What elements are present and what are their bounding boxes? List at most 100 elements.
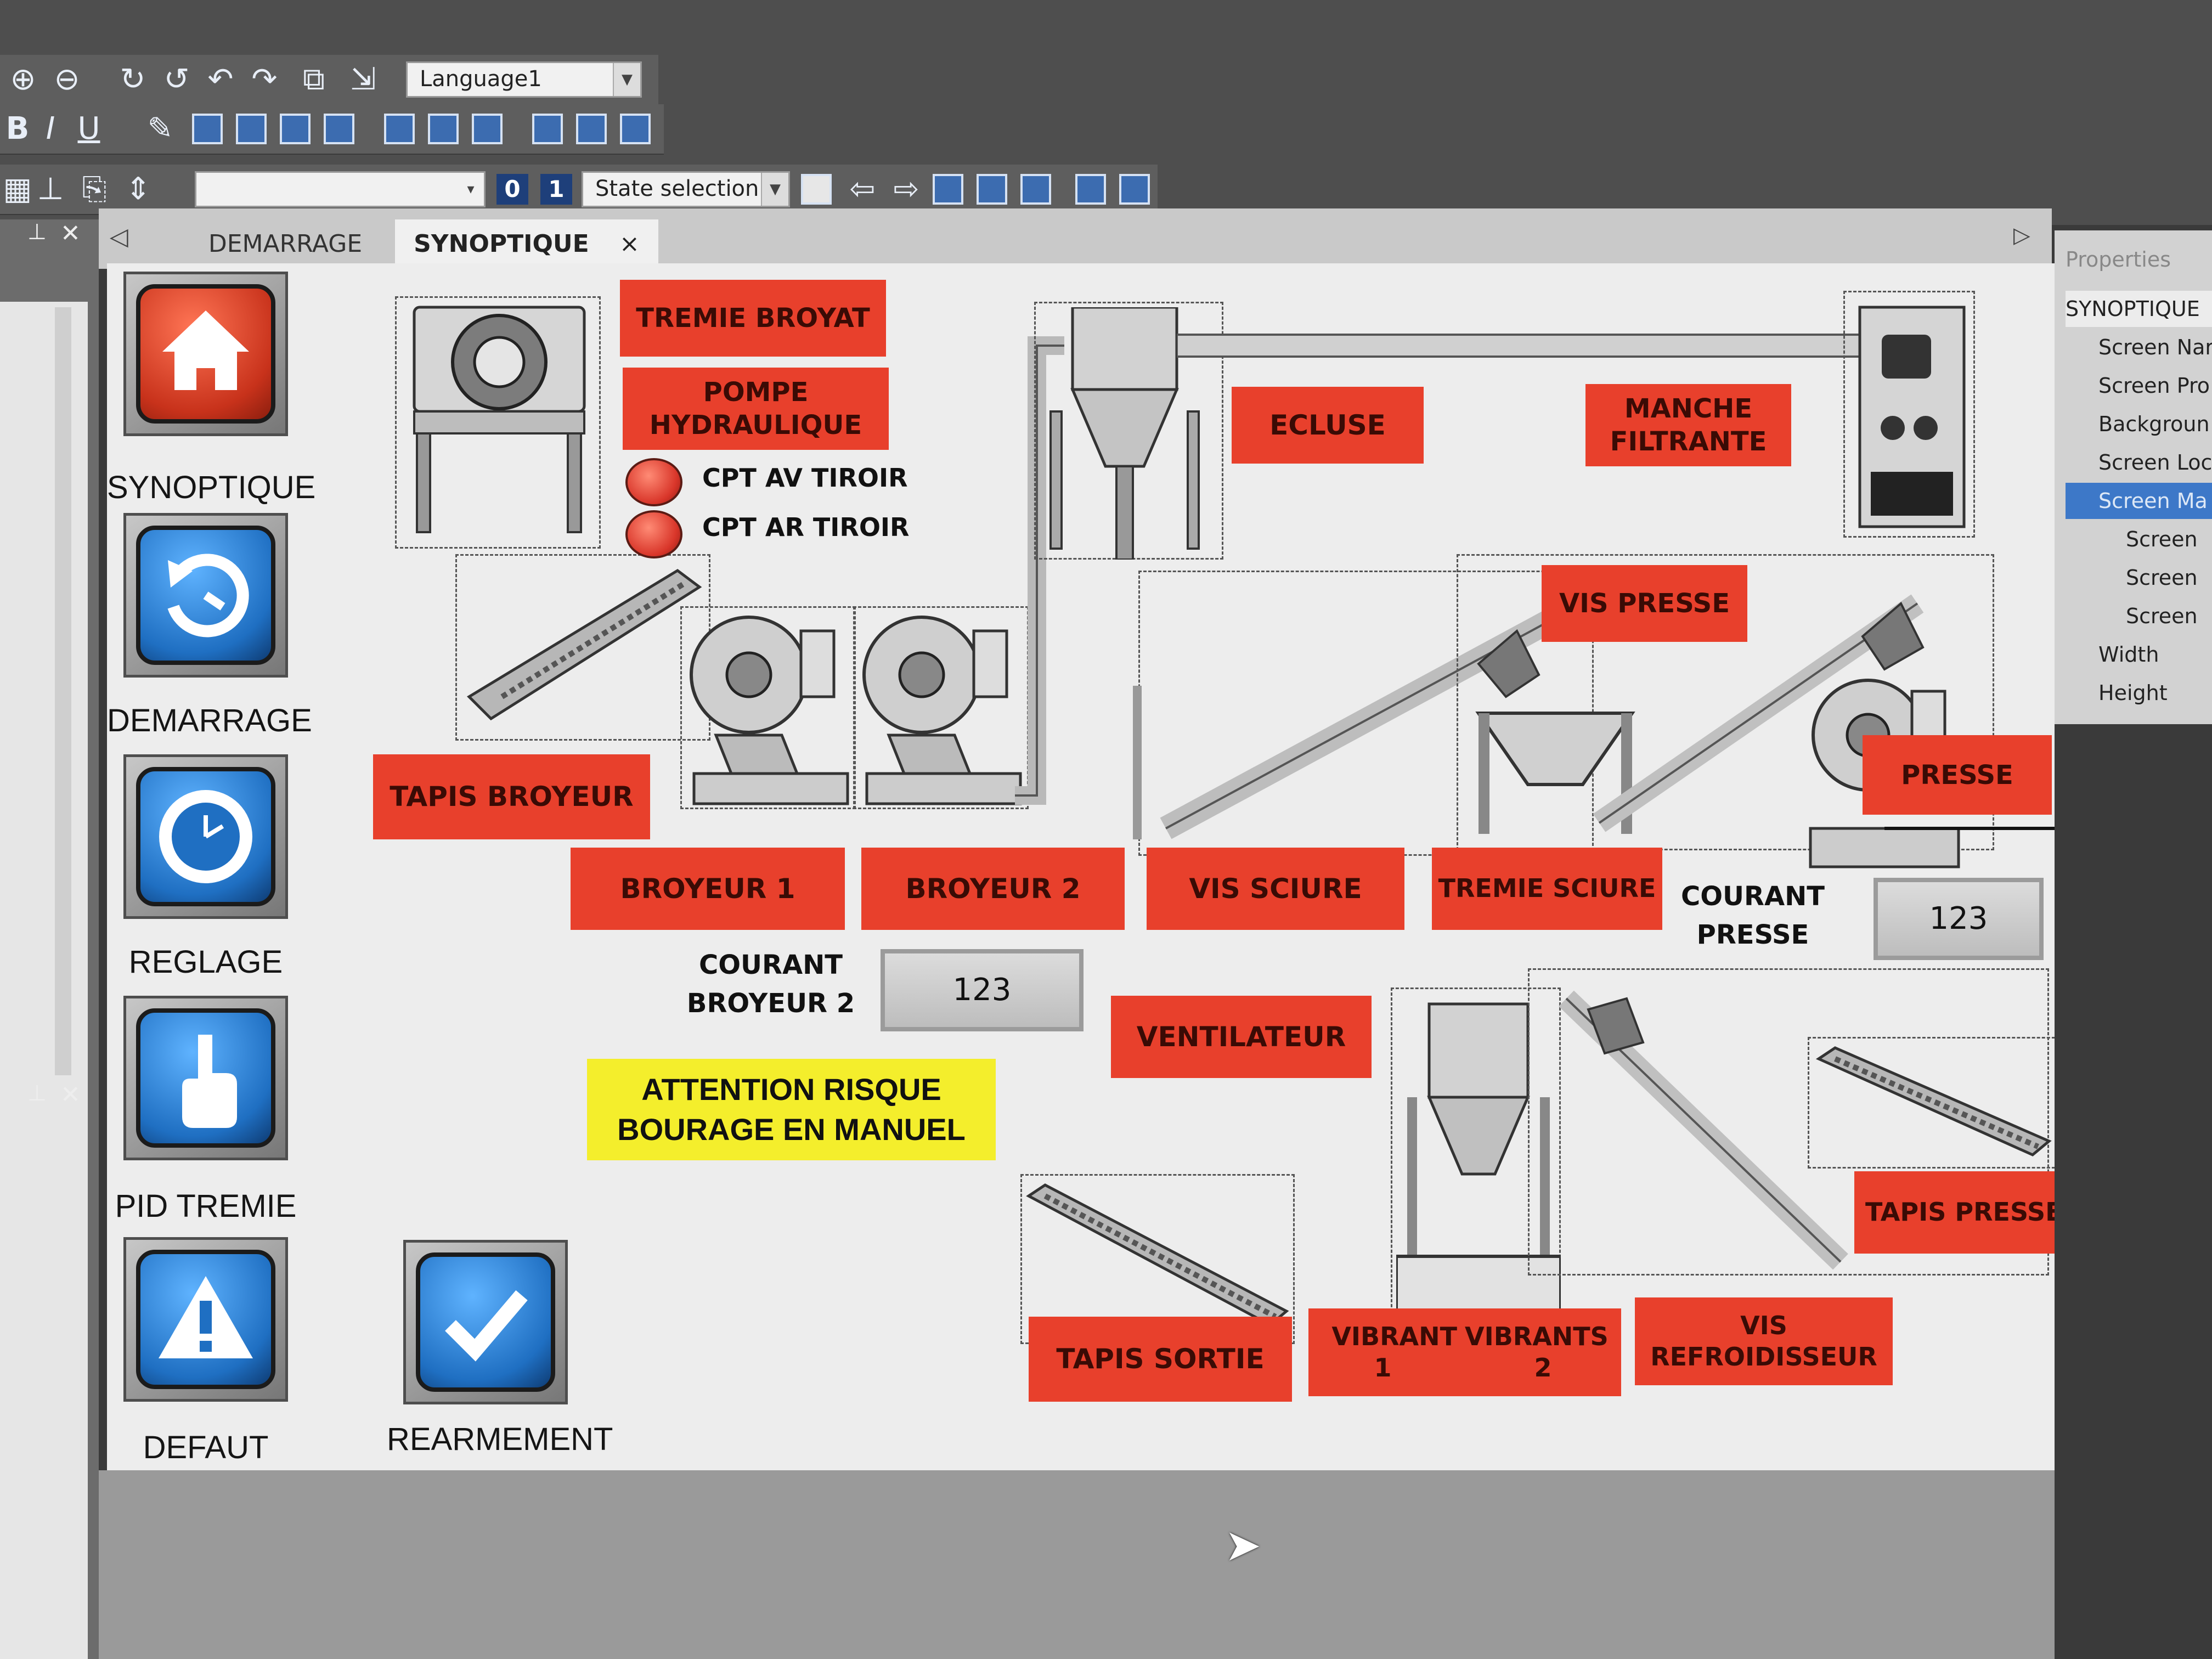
tab-demarrage[interactable]: DEMARRAGE — [208, 230, 363, 258]
courant-presse-display[interactable]: 123 — [1874, 878, 2044, 960]
property-row-height[interactable]: Height — [2098, 681, 2168, 705]
vis-sciure-label[interactable]: VIS SCIURE — [1147, 848, 1404, 930]
object-select[interactable]: ▾ — [195, 171, 486, 207]
tapis-broyeur-label[interactable]: TAPIS BROYEUR — [373, 754, 650, 839]
close-icon[interactable]: ✕ — [60, 1081, 81, 1109]
left-pane-upper[interactable] — [0, 302, 88, 1234]
ventilateur-label[interactable]: VENTILATEUR — [1111, 996, 1372, 1078]
scrollbar[interactable] — [55, 307, 71, 1075]
vis-refroidisseur-label[interactable]: VIS REFROIDISSEUR — [1635, 1297, 1893, 1385]
pid-tremie-button[interactable]: PID TREMIE — [107, 996, 296, 1224]
same-width-icon[interactable] — [576, 114, 607, 144]
broyeur-1-graphic[interactable] — [683, 609, 853, 806]
defaut-button[interactable]: DEFAUT — [107, 1237, 288, 1465]
property-row-width[interactable]: Width — [2098, 642, 2159, 667]
align-center-icon[interactable] — [236, 114, 267, 144]
grid-icon[interactable]: ▦ — [3, 171, 32, 207]
tapis-broyeur-graphic[interactable] — [458, 560, 705, 735]
redo-icon[interactable]: ↷ — [251, 61, 278, 97]
mirror-icon[interactable]: ⧉ — [303, 61, 325, 97]
network-icon[interactable] — [1075, 174, 1106, 205]
broyeur-2-graphic[interactable] — [856, 609, 1026, 806]
language-select[interactable]: Language1 ▼ — [406, 61, 642, 98]
close-icon[interactable]: ✕ — [60, 219, 81, 247]
ecluse-label[interactable]: ECLUSE — [1232, 387, 1424, 464]
tapis-presse-graphic[interactable] — [1813, 1042, 2055, 1163]
state-select[interactable]: State selection... ▼ — [582, 171, 790, 207]
property-row[interactable]: Screen Nar — [2098, 335, 2212, 359]
rotate-back-icon[interactable]: ↺ — [163, 61, 190, 97]
pin-icon[interactable]: ⊥ — [27, 1081, 47, 1106]
brush-icon[interactable]: ✎ — [147, 111, 173, 146]
pompe-hydraulique-label[interactable]: POMPE HYDRAULIQUE — [623, 368, 889, 450]
tapis-sortie-graphic[interactable] — [1023, 1180, 1292, 1344]
bold-button[interactable]: B — [5, 111, 30, 146]
property-row[interactable]: Backgroun — [2098, 412, 2210, 436]
align-middle-icon[interactable] — [384, 114, 415, 144]
pin-down-icon[interactable]: ⊥ — [37, 171, 64, 207]
property-row[interactable]: Screen — [2126, 604, 2198, 628]
underline-button[interactable]: U — [77, 111, 100, 146]
pin-icon[interactable]: ⊥ — [27, 219, 47, 245]
ecluse-graphic[interactable] — [1040, 307, 1221, 560]
chevron-down-icon[interactable]: ▾ — [458, 173, 484, 206]
layer-icon[interactable]: ⇕ — [125, 171, 151, 207]
tremie-broyat-graphic[interactable] — [403, 302, 595, 538]
arrow-left-icon[interactable]: ⇦ — [849, 171, 876, 207]
arrow-right-icon[interactable]: ⇨ — [893, 171, 919, 207]
align-right-icon[interactable] — [280, 114, 311, 144]
vis-sciure-graphic[interactable] — [1122, 576, 1616, 850]
rearmement-button[interactable]: REARMEMENT — [387, 1240, 613, 1457]
property-row-selected[interactable]: Screen Ma — [2066, 483, 2212, 519]
same-height-icon[interactable] — [620, 114, 651, 144]
distribute-v-icon[interactable] — [532, 114, 563, 144]
chevron-down-icon[interactable]: ▼ — [613, 63, 640, 96]
broyeur-1-label[interactable]: BROYEUR 1 — [571, 848, 845, 930]
property-row[interactable]: Screen — [2126, 527, 2198, 551]
undo-icon[interactable]: ↶ — [207, 61, 234, 97]
reglage-button[interactable]: REGLAGE — [107, 754, 288, 980]
flip-icon[interactable]: ⇲ — [350, 61, 376, 97]
close-icon[interactable]: × — [619, 230, 640, 258]
align-bottom-icon[interactable] — [428, 114, 459, 144]
distribute-h-icon[interactable] — [472, 114, 503, 144]
zoom-out-icon[interactable]: ⊖ — [54, 61, 80, 97]
synoptique-button[interactable]: SYNOPTIQUE — [107, 272, 315, 505]
property-row[interactable]: Screen Pro — [2098, 374, 2210, 398]
property-row[interactable]: Screen — [2126, 566, 2198, 590]
tremie-sciure-graphic[interactable] — [1468, 702, 1643, 834]
chevron-down-icon[interactable]: ▼ — [761, 173, 788, 206]
manche-filtrante-graphic[interactable] — [1849, 296, 1970, 532]
vibrants-label[interactable]: VIBRANT 1 VIBRANTS 2 — [1308, 1308, 1621, 1396]
dots-grid-icon[interactable] — [933, 174, 963, 205]
demarrage-button[interactable]: DEMARRAGE — [107, 513, 312, 738]
chevron-right-icon[interactable]: ▷ — [2013, 223, 2030, 248]
courant-broyeur-2-display[interactable]: 123 — [881, 949, 1084, 1031]
zoom-in-icon[interactable]: ⊕ — [10, 61, 36, 97]
vis-presse-graphic[interactable] — [1577, 571, 1961, 845]
tab-synoptique[interactable]: SYNOPTIQUE × — [395, 219, 658, 269]
align-top-icon[interactable] — [324, 114, 354, 144]
manche-filtrante-label[interactable]: MANCHE FILTRANTE — [1585, 384, 1791, 466]
screen-down-icon[interactable] — [977, 174, 1007, 205]
italic-button[interactable]: I — [46, 111, 55, 146]
rotate-icon[interactable]: ↻ — [120, 61, 146, 97]
vis-refroidisseur-graphic[interactable] — [1533, 977, 1917, 1284]
page-icon[interactable]: ⎘ — [82, 171, 107, 207]
properties-icon[interactable] — [801, 174, 832, 205]
left-pane-lower[interactable] — [0, 1119, 88, 1659]
vis-presse-label[interactable]: VIS PRESSE — [1542, 565, 1747, 642]
chevron-left-icon[interactable]: ◁ — [110, 223, 128, 251]
state-0-button[interactable]: 0 — [496, 174, 528, 205]
property-row[interactable]: Screen Loc — [2098, 450, 2212, 475]
tremie-broyat-label[interactable]: TREMIE BROYAT — [620, 280, 886, 357]
broyeur-2-label[interactable]: BROYEUR 2 — [861, 848, 1125, 930]
screen-icon[interactable] — [1020, 174, 1051, 205]
state-1-button[interactable]: 1 — [540, 174, 572, 205]
tapis-sortie-label[interactable]: TAPIS SORTIE — [1029, 1317, 1292, 1402]
delete-screen-icon[interactable] — [1119, 174, 1150, 205]
tapis-presse-label[interactable]: TAPIS PRESSE — [1854, 1171, 2055, 1254]
tremie-sciure-label[interactable]: TREMIE SCIURE — [1432, 848, 1662, 930]
align-left-icon[interactable] — [192, 114, 223, 144]
presse-label[interactable]: PRESSE — [1863, 735, 2052, 815]
